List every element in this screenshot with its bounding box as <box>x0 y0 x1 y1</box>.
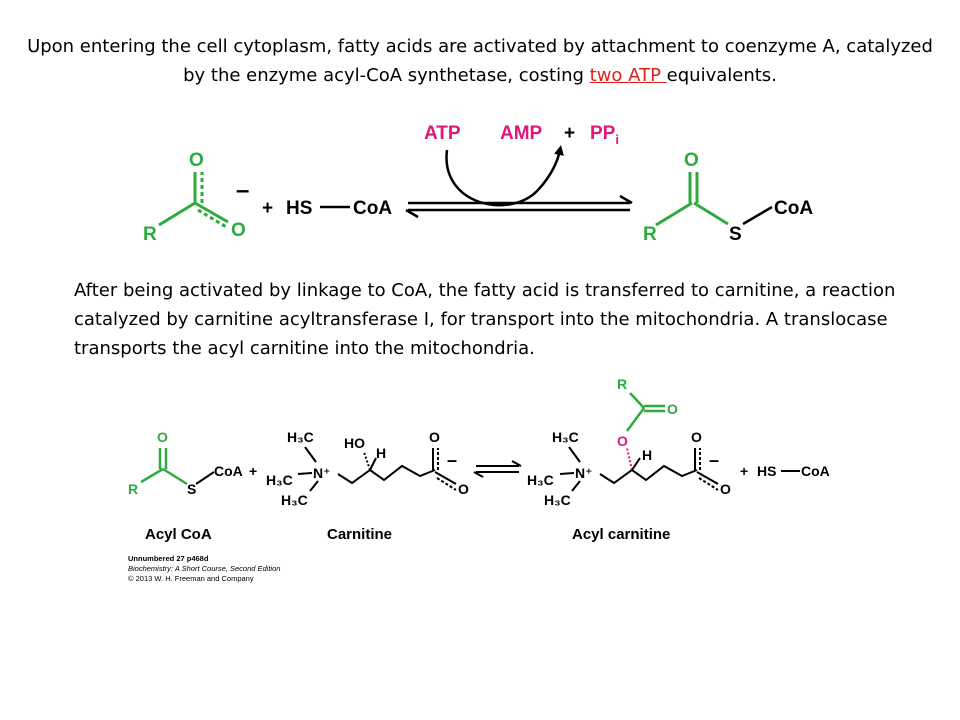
coa-label: CoA <box>774 198 813 219</box>
acyl-coa-product: R O S CoA <box>643 150 813 245</box>
ester-oxygen-label: O <box>617 433 628 449</box>
r-group-label: R <box>617 376 627 392</box>
coa-label: CoA <box>214 463 243 479</box>
intro-paragraph: Upon entering the cell cytoplasm, fatty … <box>20 32 940 90</box>
intro-text-start: Upon entering the cell cytoplasm, fatty … <box>27 36 933 86</box>
oxygen-label: O <box>458 481 469 497</box>
acyl-carnitine-name: Acyl carnitine <box>572 526 670 543</box>
methyl-label: H₃C <box>281 492 308 508</box>
plus-sign: + <box>740 463 748 479</box>
negative-charge: – <box>709 450 719 470</box>
acyl-coa-structure: R O S CoA <box>128 429 243 497</box>
atp-cost-highlight: two ATP <box>589 65 667 86</box>
amp-label: AMP <box>500 123 543 144</box>
methyl-label: H₃C <box>266 472 293 488</box>
methyl-label: H₃C <box>527 472 554 488</box>
negative-charge: – <box>236 177 249 204</box>
hs-label: HS <box>757 463 776 479</box>
hydroxyl-label: HO <box>344 435 365 451</box>
oxygen-label: O <box>684 150 699 171</box>
ppi-label: PPi <box>590 123 619 147</box>
coa-label: CoA <box>353 198 392 219</box>
hydrogen-label: H <box>642 447 652 463</box>
r-group-label: R <box>643 224 657 245</box>
credit-line-2: Biochemistry: A Short Course, Second Edi… <box>128 564 281 573</box>
plus-sign: + <box>249 463 257 479</box>
transfer-paragraph: After being activated by linkage to CoA,… <box>74 280 896 359</box>
oxygen-label: O <box>157 429 168 445</box>
ammonium-label: N⁺ <box>313 465 331 481</box>
sulfur-label: S <box>187 481 196 497</box>
figure-credit: Unnumbered 27 p468d Biochemistry: A Shor… <box>128 554 280 584</box>
r-group-label: R <box>143 224 157 245</box>
equilibrium-arrow <box>473 460 522 478</box>
methyl-label: H₃C <box>552 429 579 445</box>
intro-text-end: equivalents. <box>666 65 777 86</box>
oxygen-label: O <box>720 481 731 497</box>
negative-charge: – <box>447 450 457 470</box>
coa-label: CoA <box>801 463 830 479</box>
sulfur-label: S <box>729 224 742 245</box>
methyl-label: H₃C <box>544 492 571 508</box>
atp-curved-arrow <box>445 145 564 207</box>
plus-sign: + <box>564 123 575 144</box>
acyl-coa-name: Acyl CoA <box>145 526 212 543</box>
oxygen-label: O <box>691 429 702 445</box>
hydrogen-label: H <box>376 445 386 461</box>
credit-line-1: Unnumbered 27 p468d <box>128 554 209 563</box>
r-group-label: R <box>128 481 138 497</box>
credit-line-3: © 2013 W. H. Freeman and Company <box>128 574 254 583</box>
carnitine-structure: H₃C H₃C H₃C N⁺ HO H O O – <box>266 429 469 508</box>
methyl-label: H₃C <box>287 429 314 445</box>
oxygen-label: O <box>231 220 246 241</box>
ammonium-label: N⁺ <box>575 465 593 481</box>
plus-sign: + <box>262 198 273 219</box>
oxygen-label: O <box>429 429 440 445</box>
carnitine-name: Carnitine <box>327 526 392 543</box>
acyl-carnitine-structure: H₃C H₃C H₃C N⁺ O H R O O O – <box>527 376 731 508</box>
oxygen-label: O <box>667 401 678 417</box>
fatty-acid-carboxylate: R O O – <box>143 150 249 245</box>
hs-label: HS <box>286 198 312 219</box>
oxygen-label: O <box>189 150 204 171</box>
atp-label: ATP <box>424 123 461 144</box>
